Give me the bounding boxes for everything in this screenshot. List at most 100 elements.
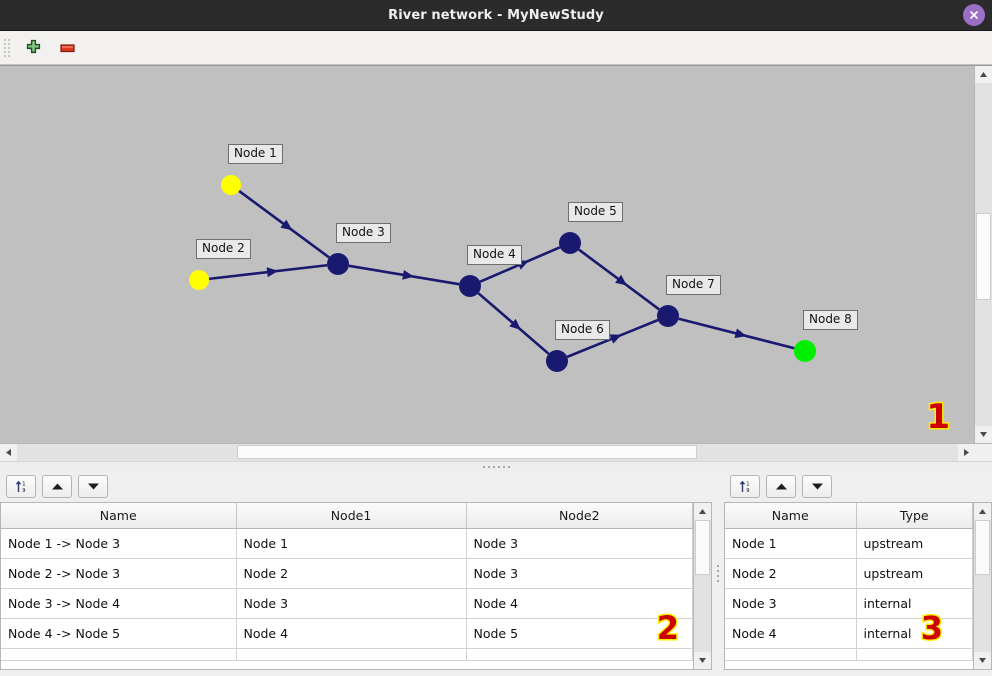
table-cell[interactable]: upstream xyxy=(856,558,973,589)
table-cell[interactable]: Node 5 xyxy=(466,618,693,649)
table-cell-empty[interactable] xyxy=(236,648,467,661)
column-header-node1[interactable]: Node1 xyxy=(236,503,467,529)
vertical-splitter[interactable] xyxy=(712,471,724,676)
table-row-empty[interactable] xyxy=(1,648,693,661)
splitter-grip xyxy=(482,465,510,468)
table-cell[interactable]: Node 4 xyxy=(236,618,467,649)
table-cell[interactable]: Node 3 xyxy=(466,528,693,559)
column-header-type[interactable]: Type xyxy=(856,503,973,529)
graph-node-label-node2[interactable]: Node 2 xyxy=(196,239,251,260)
graph-node-node7[interactable] xyxy=(657,305,679,327)
scroll-right-arrow-icon[interactable] xyxy=(958,444,975,461)
table-cell-empty[interactable] xyxy=(856,648,973,661)
table-cell[interactable]: upstream xyxy=(856,528,973,559)
annotation-marker-1: 1 xyxy=(925,396,952,439)
arrow-down-icon[interactable] xyxy=(78,475,108,498)
column-header-node2[interactable]: Node2 xyxy=(466,503,693,529)
table-cell[interactable]: Node 4 xyxy=(466,588,693,619)
table-cell[interactable]: Node 4 -> Node 5 xyxy=(1,618,237,649)
nodes-vscroll-thumb[interactable] xyxy=(975,520,990,575)
add-plus-icon[interactable] xyxy=(19,35,47,61)
nodes-vertical-scrollbar[interactable] xyxy=(973,503,991,669)
canvas-hscroll-track[interactable] xyxy=(17,444,958,461)
table-cell[interactable]: Node 1 xyxy=(236,528,467,559)
table-cell[interactable]: Node 2 xyxy=(725,558,857,589)
table-row-empty[interactable] xyxy=(725,648,973,661)
table-cell[interactable]: Node 3 xyxy=(466,558,693,589)
graph-node-node2[interactable] xyxy=(189,270,209,290)
reaches-scroll-up-arrow-icon[interactable] xyxy=(694,503,711,520)
canvas-vscroll-thumb[interactable] xyxy=(976,213,991,300)
toolbar-grip[interactable] xyxy=(4,38,13,58)
column-header-name[interactable]: Name xyxy=(1,503,237,529)
nodes-scroll-up-arrow-icon[interactable] xyxy=(974,503,991,520)
sort-arrow-icon[interactable]: 1 9 xyxy=(730,475,760,498)
reaches-vscroll-track[interactable] xyxy=(694,520,711,652)
reaches-scroll-down-arrow-icon[interactable] xyxy=(694,652,711,669)
graph-node-label-node4[interactable]: Node 4 xyxy=(467,245,522,266)
table-cell[interactable]: internal xyxy=(856,618,973,649)
scroll-up-arrow-icon[interactable] xyxy=(975,66,992,83)
canvas-vscroll-track[interactable] xyxy=(975,83,992,426)
graph-edge-arrow xyxy=(280,219,293,231)
table-cell[interactable]: Node 2 xyxy=(236,558,467,589)
table-cell[interactable]: Node 3 xyxy=(236,588,467,619)
reaches-vscroll-thumb[interactable] xyxy=(695,520,710,575)
graph-node-label-node8[interactable]: Node 8 xyxy=(803,310,858,331)
graph-node-node6[interactable] xyxy=(546,350,568,372)
table-cell[interactable]: Node 2 -> Node 3 xyxy=(1,558,237,589)
arrow-up-icon[interactable] xyxy=(766,475,796,498)
graph-node-node8[interactable] xyxy=(794,340,816,362)
graph-node-label-node6[interactable]: Node 6 xyxy=(555,320,610,341)
table-cell-empty[interactable] xyxy=(725,648,857,661)
horizontal-splitter[interactable] xyxy=(0,461,992,471)
nodes-toolbar: 1 9 xyxy=(724,471,992,502)
graph-node-label-node7[interactable]: Node 7 xyxy=(666,275,721,296)
table-cell[interactable]: Node 4 xyxy=(725,618,857,649)
table-cell-empty[interactable] xyxy=(1,648,237,661)
arrow-down-icon[interactable] xyxy=(802,475,832,498)
arrow-up-icon[interactable] xyxy=(42,475,72,498)
graph-node-node3[interactable] xyxy=(327,253,349,275)
graph-node-label-node3[interactable]: Node 3 xyxy=(336,223,391,244)
table-cell[interactable]: Node 3 xyxy=(725,588,857,619)
canvas-horizontal-scrollbar[interactable] xyxy=(0,443,992,461)
canvas-vertical-scrollbar[interactable] xyxy=(974,65,992,443)
sort-arrow-icon[interactable]: 1 9 xyxy=(6,475,36,498)
graph-node-label-node1[interactable]: Node 1 xyxy=(228,144,283,165)
canvas-hscroll-thumb[interactable] xyxy=(237,445,697,459)
reaches-vertical-scrollbar[interactable] xyxy=(693,503,711,669)
nodes-vscroll-track[interactable] xyxy=(974,520,991,652)
graph-node-node4[interactable] xyxy=(459,275,481,297)
graph-node-node5[interactable] xyxy=(559,232,581,254)
scroll-down-arrow-icon[interactable] xyxy=(975,426,992,443)
river-network-canvas[interactable]: 1 Node 1 Node 2 Node 3 Node 4 Node 5 Node 6 No… xyxy=(0,65,974,443)
column-header-name[interactable]: Name xyxy=(725,503,857,529)
table-cell[interactable]: Node 1 xyxy=(725,528,857,559)
table-cell-empty[interactable] xyxy=(466,648,693,661)
delete-minus-icon[interactable] xyxy=(53,35,81,61)
table-cell[interactable]: internal xyxy=(856,588,973,619)
nodes-scroll-down-arrow-icon[interactable] xyxy=(974,652,991,669)
table-cell[interactable]: Node 3 -> Node 4 xyxy=(1,588,237,619)
graph-node-label-node5[interactable]: Node 5 xyxy=(568,202,623,223)
scroll-left-arrow-icon[interactable] xyxy=(0,444,17,461)
graph-node-node1[interactable] xyxy=(221,175,241,195)
graph-panel: 1 Node 1 Node 2 Node 3 Node 4 Node 5 Node 6 No… xyxy=(0,65,992,461)
close-icon[interactable] xyxy=(963,4,985,26)
table-cell[interactable]: Node 1 -> Node 3 xyxy=(1,528,237,559)
